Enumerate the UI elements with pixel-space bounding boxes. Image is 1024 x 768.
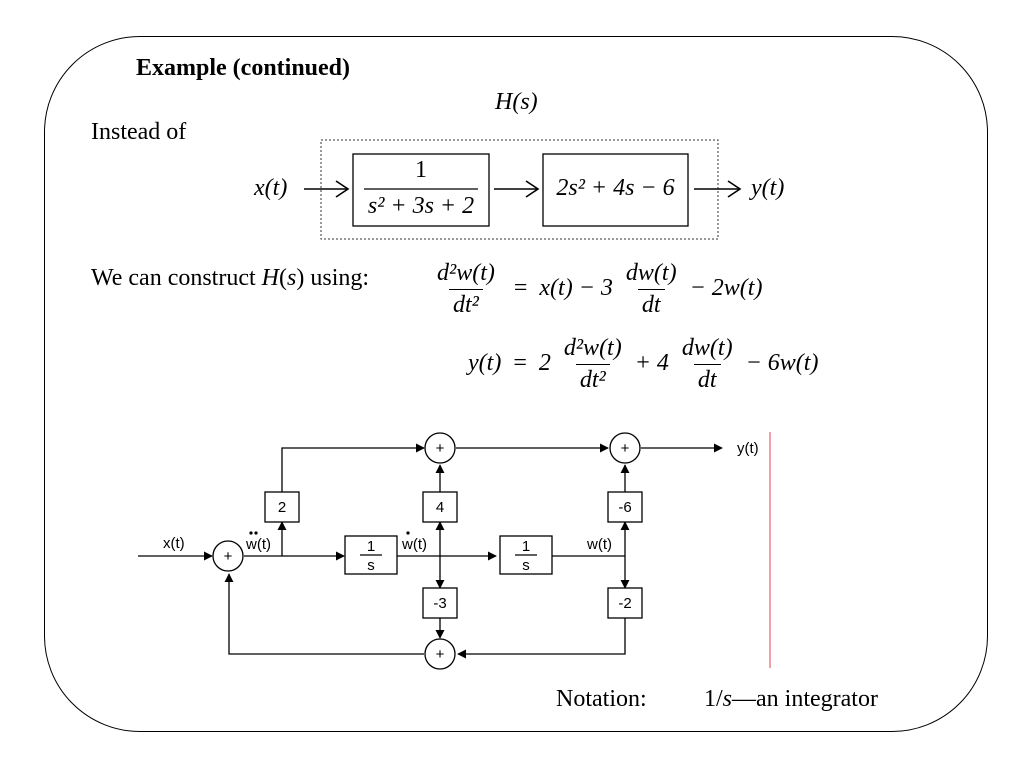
block-1-numerator: 1: [415, 157, 427, 183]
diagram-input-label: x(t): [163, 535, 185, 552]
block-2-label: 2s² + 4s − 6: [556, 175, 675, 201]
block-2: [542, 153, 689, 227]
w-double-dot-label: w(t): [245, 536, 271, 553]
hs-label: H(s): [495, 89, 538, 115]
slide-title: Example (continued): [136, 55, 351, 81]
integrator-2-numerator: 1: [522, 538, 530, 555]
notation-value: 1/s—an integrator: [704, 686, 878, 712]
instead-of-text: Instead of: [91, 119, 187, 145]
eq2-second-derivative: d²w(t)dt²: [563, 335, 622, 393]
gain-minus-6-label: -6: [618, 499, 631, 516]
plus-sign: +: [436, 646, 445, 663]
gain-4-box: [422, 491, 458, 523]
equation-1: d²w(t)dt² = x(t) − 3 dw(t)dt − 2w(t): [430, 260, 762, 319]
gain-2-box: [264, 491, 300, 523]
gain-minus-3-label: -3: [433, 595, 446, 612]
gain-minus-2-label: -2: [618, 595, 631, 612]
equation-2: y(t) = 2 d²w(t)dt² + 4 dw(t)dt − 6w(t): [468, 335, 819, 393]
w-dot-label: w(t): [401, 536, 427, 553]
block-1: [352, 153, 490, 227]
integrator-1-denominator: s: [367, 557, 375, 574]
gain-2-label: 2: [278, 499, 286, 516]
top-input-label: x(t): [254, 175, 288, 201]
gain-minus-2-box: [607, 587, 643, 619]
plus-sign: +: [621, 440, 630, 457]
plus-sign: +: [436, 440, 445, 457]
summing-junction-input: [212, 540, 244, 572]
notation-label: Notation:: [556, 686, 647, 712]
gain-minus-6-box: [607, 491, 643, 523]
top-output-label: y(t): [751, 175, 785, 201]
eq1-lhs: d²w(t)dt²: [437, 260, 495, 318]
construct-text: We can construct H(s) using:: [91, 265, 370, 291]
summing-junction-bottom: [424, 638, 456, 670]
eq2-first-derivative: dw(t)dt: [681, 335, 733, 393]
gain-4-label: 4: [436, 499, 444, 516]
block-1-denominator: s² + 3s + 2: [367, 193, 475, 219]
summing-junction-top-left: [424, 432, 456, 464]
slide-frame: [44, 36, 988, 732]
integrator-1-numerator: 1: [367, 538, 375, 555]
plus-sign: +: [224, 548, 233, 565]
summing-junction-top-right: [609, 432, 641, 464]
w-label: w(t): [586, 536, 612, 553]
diagram-output-label: y(t): [737, 440, 759, 457]
gain-minus-3-box: [422, 587, 458, 619]
eq1-derivative: dw(t)dt: [625, 260, 677, 318]
integrator-2-denominator: s: [522, 557, 530, 574]
